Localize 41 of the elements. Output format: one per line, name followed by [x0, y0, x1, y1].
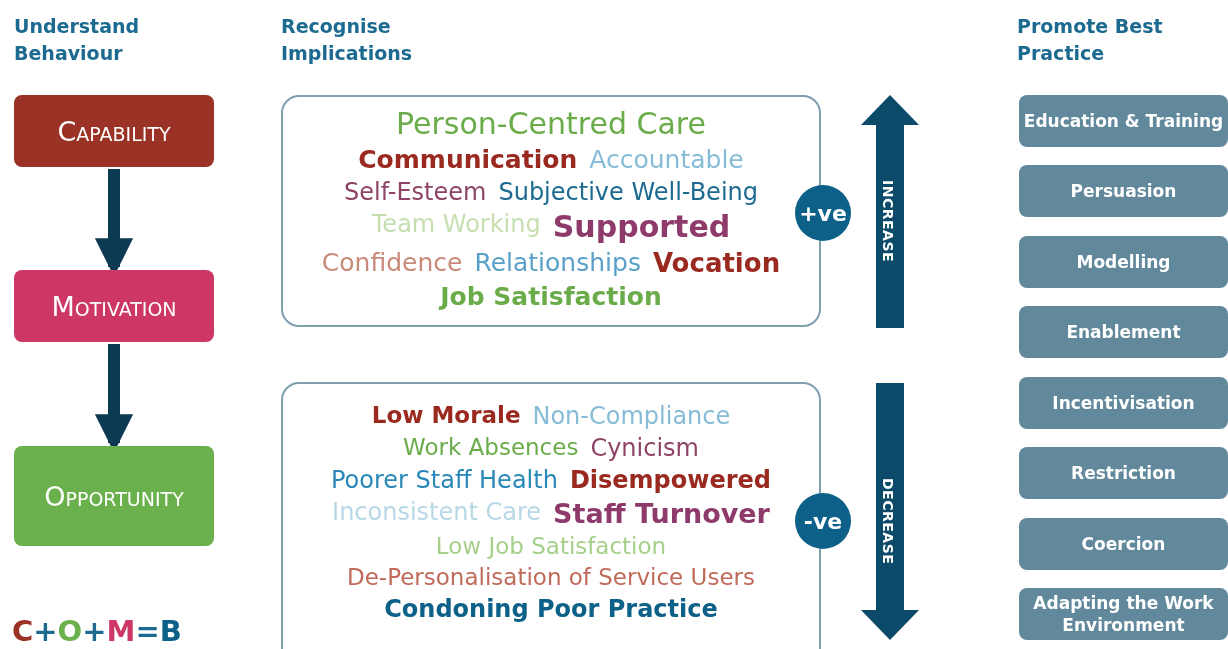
word: Subjective Well-Being	[498, 177, 758, 208]
word: Staff Turnover	[553, 497, 770, 531]
practice-box: Persuasion	[1019, 165, 1228, 217]
word: Relationships	[474, 247, 641, 279]
word: Vocation	[652, 247, 781, 280]
practice-box: Incentivisation	[1019, 377, 1228, 429]
arrow-label: DECREASE	[880, 478, 896, 565]
word: Team Working	[371, 209, 541, 240]
opportunity-box: Opportunity	[14, 446, 214, 546]
practice-box: Enablement	[1019, 306, 1228, 358]
practice-box: Coercion	[1019, 518, 1228, 570]
practice-box: Adapting the Work Environment	[1019, 588, 1228, 640]
motivation-box: Motivation	[14, 270, 214, 342]
word: Supported	[552, 208, 731, 246]
column-heading: Recognise Implications	[281, 14, 414, 66]
word: Job Satisfaction	[440, 281, 662, 313]
arrow-label: INCREASE	[880, 180, 896, 263]
word: Confidence	[321, 247, 463, 279]
word: Person-Centred Care	[396, 105, 706, 143]
word: Accountable	[589, 144, 744, 176]
practice-box: Education & Training	[1019, 95, 1228, 147]
word: Communication	[358, 144, 578, 176]
word: Low Job Satisfaction	[435, 532, 667, 561]
word: Condoning Poor Practice	[384, 594, 718, 625]
column-heading: Promote Best Practice	[1017, 14, 1164, 66]
practice-box: Modelling	[1019, 236, 1228, 288]
word: Inconsistent Care	[332, 497, 542, 528]
word: Self-Esteem	[344, 177, 487, 208]
word: Disempowered	[569, 465, 772, 496]
formula-text: C+O+M=B	[12, 614, 182, 648]
capability-box: Capability	[14, 95, 214, 167]
word: Poorer Staff Health	[330, 465, 558, 496]
positive-circle: +ve	[795, 185, 851, 241]
column-heading: Understand Behaviour	[14, 14, 141, 66]
word: Low Morale	[371, 401, 521, 430]
word: Cynicism	[590, 433, 699, 464]
word: Non-Compliance	[532, 401, 731, 432]
negative-circle: -ve	[795, 493, 851, 549]
practice-box: Restriction	[1019, 447, 1228, 499]
word: De-Personalisation of Service Users	[347, 563, 755, 592]
word: Work Absences	[403, 433, 579, 462]
